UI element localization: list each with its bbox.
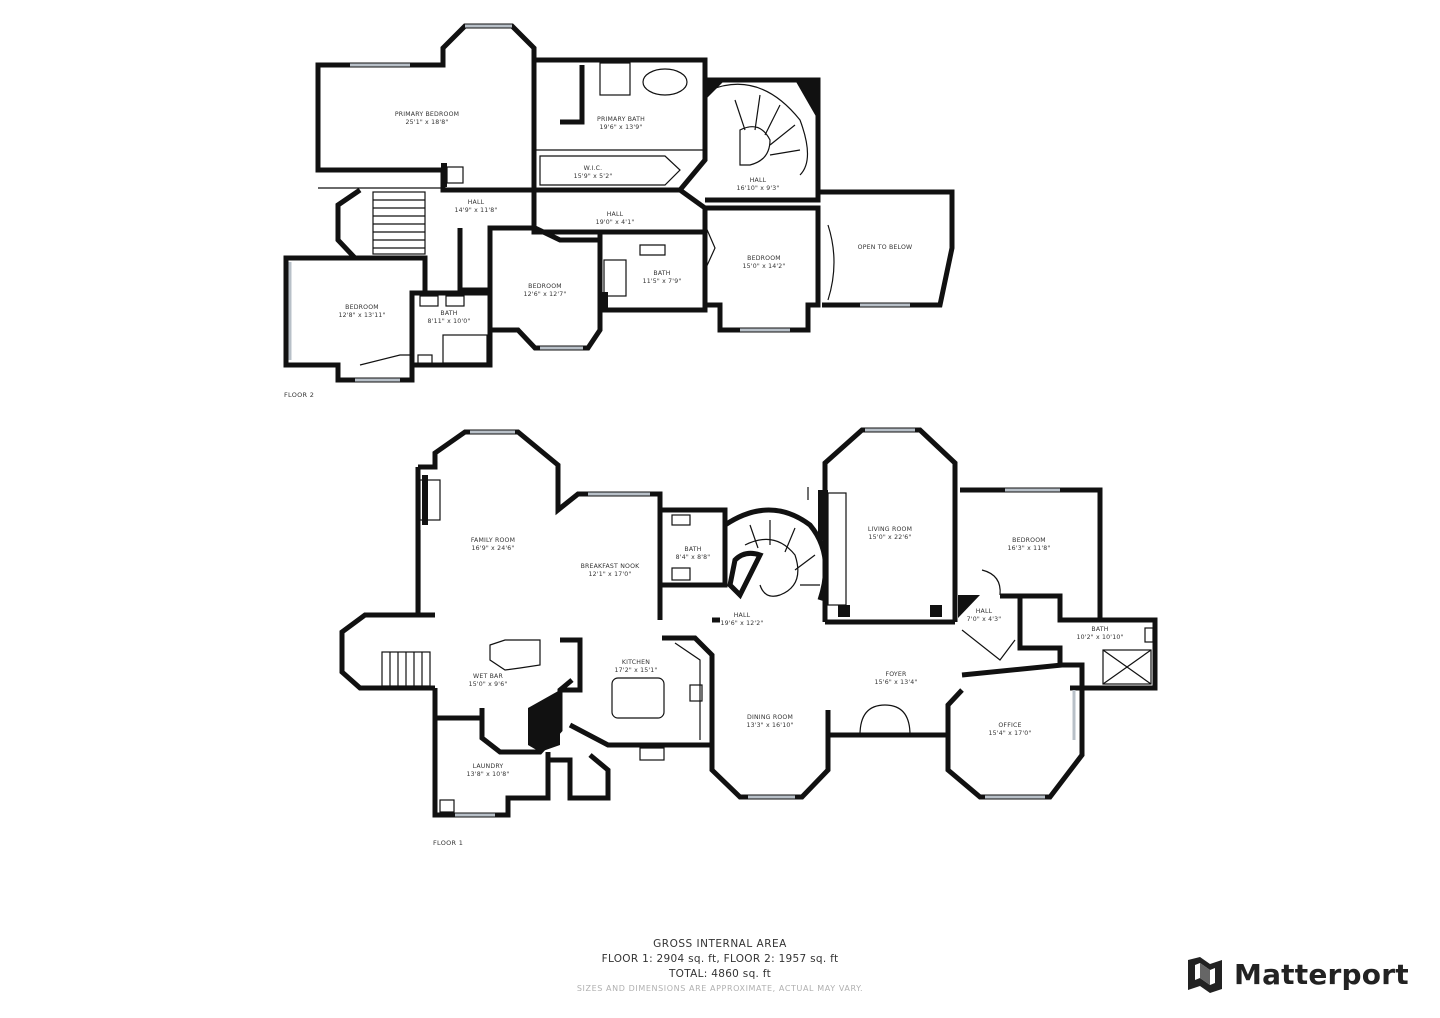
room-label-bedroom: BEDROOM 16'3" x 11'8" bbox=[1008, 537, 1051, 553]
room-name: DINING ROOM bbox=[746, 714, 794, 721]
room-name: OFFICE bbox=[998, 722, 1022, 729]
room-label-bath-small: BATH 8'4" x 8'8" bbox=[676, 546, 711, 562]
room-dimensions: 19'0" x 4'1" bbox=[595, 219, 635, 226]
room-name: BATH bbox=[440, 310, 458, 317]
room-dimensions: 7'0" x 4'3" bbox=[966, 616, 1002, 623]
room-dimensions: 15'0" x 14'2" bbox=[742, 263, 786, 270]
room-name: HALL bbox=[733, 612, 751, 619]
room-dimensions: 16'9" x 24'6" bbox=[471, 545, 515, 552]
brand-name: Matterport bbox=[1234, 957, 1409, 991]
room-label-foyer: FOYER 15'6" x 13'4" bbox=[875, 671, 918, 687]
room-dimensions: 13'3" x 16'10" bbox=[746, 722, 794, 729]
room-label-primary-bedroom: PRIMARY BEDROOM 25'1" x 18'8" bbox=[395, 111, 459, 127]
matterport-logo-icon bbox=[1188, 957, 1222, 993]
room-dimensions: 15'6" x 13'4" bbox=[874, 679, 918, 686]
room-name: FOYER bbox=[885, 671, 907, 678]
room-dimensions: 15'4" x 17'0" bbox=[988, 730, 1032, 737]
room-name: FAMILY ROOM bbox=[470, 537, 516, 544]
room-label-primary-bath: PRIMARY BATH 19'6" x 13'9" bbox=[597, 116, 645, 132]
room-dimensions: 16'3" x 11'8" bbox=[1007, 545, 1051, 552]
room-label-wic: W.I.C. 15'9" x 5'2" bbox=[574, 165, 613, 181]
room-dimensions: 8'11" x 10'0" bbox=[427, 318, 471, 325]
room-name: WET BAR bbox=[473, 673, 503, 680]
room-dimensions: 19'6" x 13'9" bbox=[599, 124, 643, 131]
room-dimensions: 17'2" x 15'1" bbox=[614, 667, 658, 674]
summary-disclaimer: SIZES AND DIMENSIONS ARE APPROXIMATE, AC… bbox=[576, 984, 864, 993]
room-dimensions: 19'6" x 12'2" bbox=[720, 620, 764, 627]
room-name: OPEN TO BELOW bbox=[857, 244, 913, 251]
room-dimensions: 13'8" x 10'8" bbox=[466, 771, 510, 778]
room-dimensions: 15'9" x 5'2" bbox=[573, 173, 613, 180]
room-label-hall-mid: HALL 19'0" x 4'1" bbox=[596, 211, 635, 227]
summary-heading: GROSS INTERNAL AREA bbox=[653, 938, 787, 950]
room-label-hall-stairs: HALL 16'10" x 9'3" bbox=[737, 177, 780, 193]
floor-1-label: FLOOR 1 bbox=[433, 839, 464, 847]
room-dimensions: 11'5" x 7'9" bbox=[642, 278, 682, 285]
room-name: LAUNDRY bbox=[472, 763, 504, 770]
room-dimensions: 15'0" x 9'6" bbox=[468, 681, 508, 688]
room-name: HALL bbox=[975, 608, 993, 615]
room-label-bedroom-right: BEDROOM 15'0" x 14'2" bbox=[743, 255, 786, 271]
room-dimensions: 15'0" x 22'6" bbox=[868, 534, 912, 541]
room-label-hall-main: HALL 19'6" x 12'2" bbox=[721, 612, 764, 628]
room-label-bedroom-left: BEDROOM 12'8" x 13'11" bbox=[338, 304, 385, 320]
room-name: BEDROOM bbox=[528, 283, 562, 290]
floor-1-plan bbox=[339, 427, 1158, 818]
room-label-office: OFFICE 15'4" x 17'0" bbox=[989, 722, 1032, 738]
area-summary: GROSS INTERNAL AREA FLOOR 1: 2904 sq. ft… bbox=[577, 937, 863, 996]
room-name: PRIMARY BATH bbox=[597, 116, 645, 123]
room-label-laundry: LAUNDRY 13'8" x 10'8" bbox=[467, 763, 510, 779]
room-name: BREAKFAST NOOK bbox=[580, 563, 640, 570]
room-name: W.I.C. bbox=[583, 165, 603, 172]
room-name: BEDROOM bbox=[345, 304, 379, 311]
room-name: LIVING ROOM bbox=[867, 526, 913, 533]
room-dimensions: 12'6" x 12'7" bbox=[523, 291, 567, 298]
summary-floors-line: FLOOR 1: 2904 sq. ft, FLOOR 2: 1957 sq. … bbox=[601, 953, 839, 965]
room-label-bath-left: BATH 8'11" x 10'0" bbox=[428, 310, 471, 326]
room-label-hall-small: HALL 7'0" x 4'3" bbox=[967, 608, 1002, 624]
room-name: BEDROOM bbox=[747, 255, 781, 262]
room-dimensions: 25'1" x 18'8" bbox=[405, 119, 449, 126]
room-name: BATH bbox=[684, 546, 702, 553]
room-label-breakfast-nook: BREAKFAST NOOK 12'1" x 17'0" bbox=[581, 563, 640, 579]
room-dimensions: 8'4" x 8'8" bbox=[675, 554, 711, 561]
room-dimensions: 12'8" x 13'11" bbox=[338, 312, 386, 319]
room-name: HALL bbox=[749, 177, 767, 184]
room-label-bath-mid: BATH 11'5" x 7'9" bbox=[643, 270, 682, 286]
room-name: HALL bbox=[467, 199, 485, 206]
room-label-wet-bar: WET BAR 15'0" x 9'6" bbox=[469, 673, 508, 689]
summary-total-line: TOTAL: 4860 sq. ft bbox=[668, 968, 772, 980]
room-label-living-room: LIVING ROOM 15'0" x 22'6" bbox=[868, 526, 912, 542]
room-dimensions: 16'10" x 9'3" bbox=[736, 185, 780, 192]
room-name: HALL bbox=[606, 211, 624, 218]
room-label-open-to-below: OPEN TO BELOW bbox=[858, 244, 913, 252]
room-dimensions: 14'9" x 11'8" bbox=[454, 207, 498, 214]
room-name: BATH bbox=[1091, 626, 1109, 633]
room-label-hall-left: HALL 14'9" x 11'8" bbox=[455, 199, 498, 215]
room-dimensions: 12'1" x 17'0" bbox=[588, 571, 632, 578]
room-label-bedroom-center: BEDROOM 12'6" x 12'7" bbox=[524, 283, 567, 299]
room-name: PRIMARY BEDROOM bbox=[394, 111, 460, 118]
room-label-family-room: FAMILY ROOM 16'9" x 24'6" bbox=[471, 537, 515, 553]
room-label-dining-room: DINING ROOM 13'3" x 16'10" bbox=[746, 714, 793, 730]
room-label-kitchen: KITCHEN 17'2" x 15'1" bbox=[615, 659, 658, 675]
brand-logo: Matterport bbox=[1186, 954, 1409, 994]
floor-2-label: FLOOR 2 bbox=[284, 391, 315, 399]
room-name: KITCHEN bbox=[621, 659, 651, 666]
floor-2-plan bbox=[283, 23, 955, 383]
room-dimensions: 10'2" x 10'10" bbox=[1076, 634, 1124, 641]
room-name: BEDROOM bbox=[1012, 537, 1046, 544]
room-label-bath-right: BATH 10'2" x 10'10" bbox=[1076, 626, 1123, 642]
room-name: BATH bbox=[653, 270, 671, 277]
